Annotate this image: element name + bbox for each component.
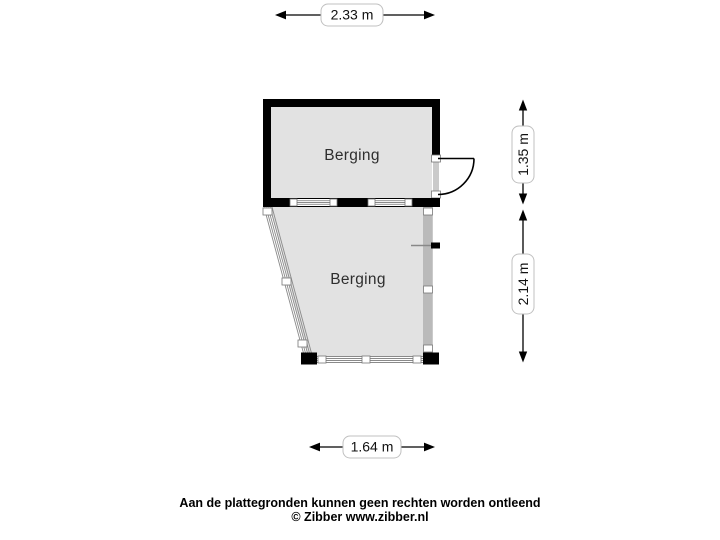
arrow-up-icon <box>518 99 528 111</box>
middle-wall <box>263 198 440 207</box>
arrow-left-icon <box>309 442 320 452</box>
dimension-right-lower-box <box>511 253 535 315</box>
lower-room-right-wall <box>411 207 440 356</box>
dimension-right-upper-label: 1.35 m <box>515 133 531 176</box>
dimension-right-upper-box <box>511 125 535 184</box>
lower-room-bottom-wall <box>301 352 439 365</box>
arrow-down-icon <box>518 351 528 363</box>
dimension-right-upper: 1.35 m <box>511 99 535 205</box>
dimension-bottom: 1.64 m <box>309 435 435 459</box>
dimension-bottom-box <box>342 435 402 459</box>
lower-room-floor <box>270 207 432 357</box>
arrow-up-icon <box>518 209 528 221</box>
arrow-down-icon <box>518 193 528 205</box>
dimension-bottom-label: 1.64 m <box>351 439 394 455</box>
right-wall-door-tick <box>431 242 440 249</box>
footer: Aan de plattegronden kunnen geen rechten… <box>0 496 720 524</box>
corner-post-right <box>423 352 439 365</box>
middle-wall-window-2 <box>367 198 413 207</box>
upper-room-floor <box>271 107 432 198</box>
footer-copyright: © Zibber www.zibber.nl <box>291 509 429 524</box>
dimension-top: 2.33 m <box>275 3 435 27</box>
upper-room-label: Berging <box>324 147 380 164</box>
lower-room: Berging <box>262 206 440 365</box>
arrow-right-icon <box>424 10 435 20</box>
dimension-top-box <box>320 3 384 27</box>
arrow-left-icon <box>275 10 286 20</box>
footer-disclaimer: Aan de plattegronden kunnen geen rechten… <box>179 496 541 510</box>
door-arc <box>437 158 475 196</box>
dimension-right-lower: 2.14 m <box>511 209 535 363</box>
middle-wall-window-1 <box>289 198 338 207</box>
corner-post-left <box>301 352 317 365</box>
lower-room-left-wall <box>262 206 313 356</box>
arrow-right-icon <box>424 442 435 452</box>
dimension-top-label: 2.33 m <box>331 7 374 23</box>
upper-room: Berging <box>263 99 475 207</box>
middle-wall-band <box>263 198 440 207</box>
lower-room-label: Berging <box>330 271 386 288</box>
door-swing <box>437 157 475 196</box>
dimension-right-lower-label: 2.14 m <box>515 263 531 306</box>
door-opening <box>431 154 441 199</box>
